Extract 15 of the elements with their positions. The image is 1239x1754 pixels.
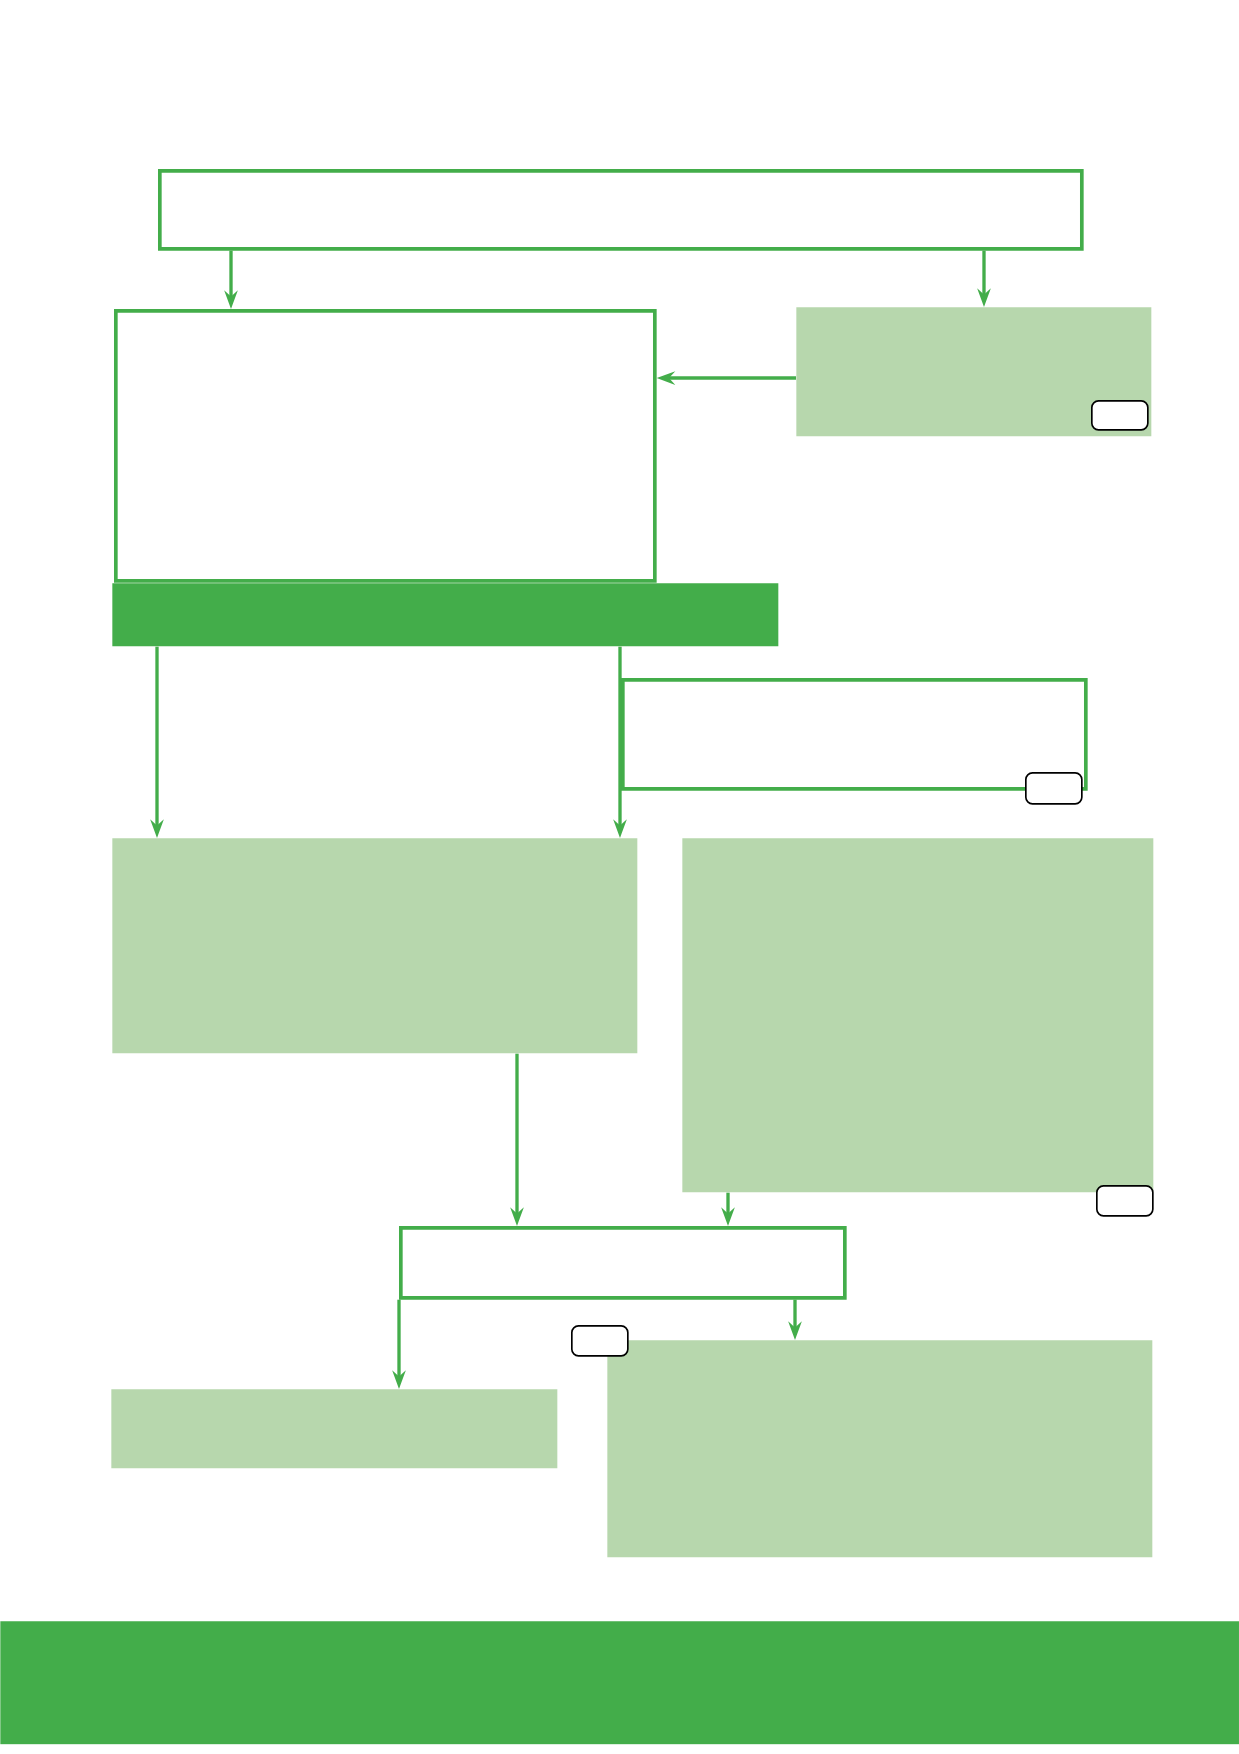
shaded-box — [112, 838, 638, 1054]
outlined-box — [158, 169, 1084, 251]
shaded-box — [796, 307, 1152, 437]
small-tag — [1096, 1185, 1154, 1217]
shaded-box — [607, 1340, 1153, 1558]
outlined-box — [114, 309, 657, 583]
outlined-box — [621, 678, 1088, 791]
small-tag — [1025, 772, 1083, 805]
small-tag — [1091, 400, 1149, 431]
small-tag — [571, 1325, 629, 1357]
banner-bar — [112, 583, 779, 647]
banner-bar — [0, 1621, 1239, 1745]
outlined-box — [399, 1226, 847, 1300]
shaded-box — [682, 838, 1154, 1193]
shaded-box — [111, 1389, 558, 1469]
